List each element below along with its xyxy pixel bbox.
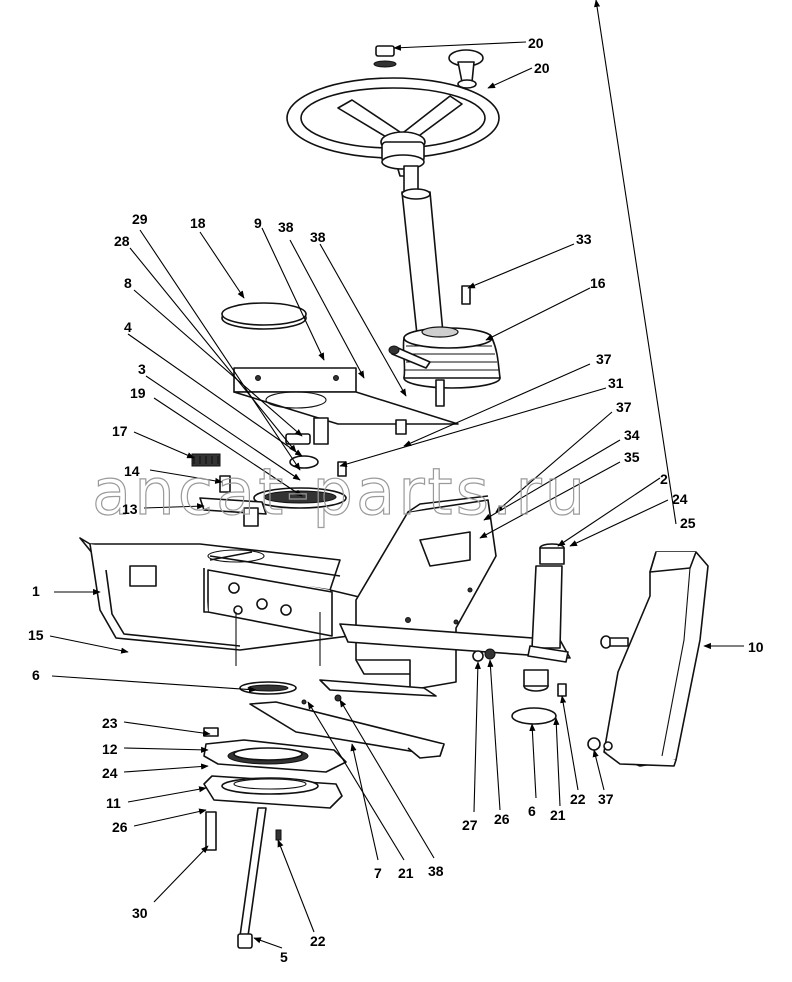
callout-37-a: 37: [596, 351, 612, 367]
steering-column: [401, 165, 445, 345]
callout-14: 14: [124, 463, 140, 479]
cover-cap: [221, 302, 307, 330]
callout-16: 16: [590, 275, 606, 291]
lower-rail: [249, 694, 445, 759]
callout-20-b: 20: [534, 60, 550, 76]
callout-labels: 20 20 29 28 18 9 38 38 33 8 16 4 3 19 37…: [28, 35, 764, 965]
callout-15: 15: [28, 627, 44, 643]
mount-bracket: [233, 367, 459, 425]
bearing-plate: [203, 727, 347, 773]
callout-28: 28: [114, 233, 130, 249]
callout-6-b: 6: [528, 803, 536, 819]
column-bellows: [388, 285, 501, 407]
callout-18: 18: [190, 215, 206, 231]
callout-11: 11: [106, 795, 121, 811]
leader-lines: [49, 0, 744, 949]
callout-17: 17: [112, 423, 128, 439]
base-flange: [203, 775, 343, 809]
callout-37-c: 37: [598, 791, 614, 807]
callout-3: 3: [138, 361, 146, 377]
callout-24-a: 24: [672, 491, 688, 507]
callout-27: 27: [462, 817, 478, 833]
callout-31: 31: [608, 375, 624, 391]
callout-5: 5: [280, 949, 288, 965]
spring: [191, 453, 221, 467]
callout-33: 33: [576, 231, 592, 247]
wheel-nut: [373, 45, 397, 68]
callout-1: 1: [32, 583, 40, 599]
base-frame: [79, 537, 381, 666]
callout-26-a: 26: [112, 819, 128, 835]
shaft-and-pins: [205, 807, 282, 949]
callout-2: 2: [660, 471, 668, 487]
side-rail: [319, 619, 571, 697]
callout-10: 10: [748, 639, 764, 655]
right-pivot-post: [511, 543, 569, 725]
callout-12: 12: [102, 741, 118, 757]
callout-34: 34: [624, 427, 640, 443]
steering-wheel: [286, 49, 500, 177]
callout-19: 19: [130, 385, 146, 401]
callout-38-c: 38: [428, 863, 444, 879]
callout-9: 9: [254, 215, 262, 231]
callout-24-b: 24: [102, 765, 118, 781]
callout-21-a: 21: [398, 865, 414, 881]
callout-21-b: 21: [550, 807, 566, 823]
watermark: ancat-parts.ru: [92, 456, 588, 530]
callout-13: 13: [122, 501, 138, 517]
callout-22-b: 22: [570, 791, 586, 807]
callout-22-a: 22: [310, 933, 326, 949]
callout-23: 23: [102, 715, 118, 731]
callout-38-a: 38: [278, 219, 294, 235]
right-hardware: [472, 635, 629, 751]
callout-7: 7: [374, 865, 382, 881]
callout-37-b: 37: [616, 399, 632, 415]
callout-25: 25: [680, 515, 696, 531]
callout-20-a: 20: [528, 35, 544, 51]
callout-38-b: 38: [310, 229, 326, 245]
callout-35: 35: [624, 449, 640, 465]
callout-30: 30: [132, 905, 148, 921]
callout-29: 29: [132, 211, 148, 227]
gear-ring: [239, 681, 297, 695]
callout-6-a: 6: [32, 667, 40, 683]
callout-26-b: 26: [494, 811, 510, 827]
callout-4: 4: [124, 319, 132, 335]
callout-8: 8: [124, 275, 132, 291]
fender-panel: [603, 551, 709, 767]
